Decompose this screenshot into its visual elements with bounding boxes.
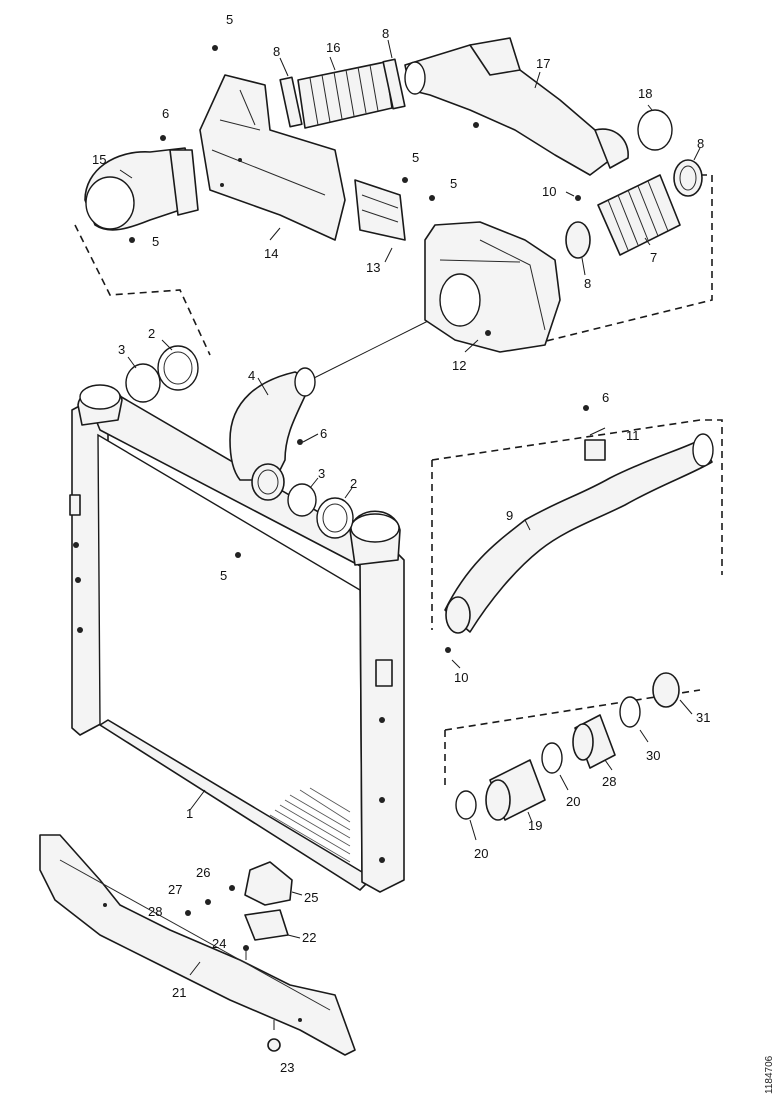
callout-16: 16 (326, 40, 340, 55)
callout-26: 26 (196, 865, 210, 880)
ring-30 (619, 696, 649, 743)
callout-19: 19 (528, 818, 542, 833)
bracket-25 (244, 861, 303, 906)
seal-ring-18 (637, 104, 673, 151)
callout-21: 21 (172, 985, 186, 1000)
callout-23: 23 (280, 1060, 294, 1075)
elbow-pipe-4 (229, 367, 319, 501)
callout-1: 1 (186, 806, 193, 821)
clamp-8-upper-right (673, 147, 703, 197)
pipe-9 (444, 427, 714, 634)
callout-14: 14 (264, 246, 278, 261)
ring-20-lower (455, 790, 477, 841)
callout-6-right: 6 (602, 390, 609, 405)
callout-10-lower: 10 (454, 670, 468, 685)
connector-19 (485, 759, 546, 823)
callout-6-mid: 6 (320, 426, 327, 441)
callout-5-top: 5 (226, 12, 233, 27)
callout-6-left: 6 (162, 106, 169, 121)
bolts-5-and-6 (212, 45, 589, 558)
callout-25: 25 (304, 890, 318, 905)
callout-8-lower: 8 (584, 276, 591, 291)
core-fins (269, 787, 351, 863)
callout-31: 31 (696, 710, 710, 725)
callout-5-core: 5 (220, 568, 227, 583)
callout-28-left: 28 (148, 904, 162, 919)
bolt-10-upper (565, 191, 581, 201)
nut-23 (267, 1020, 281, 1052)
callout-11: 11 (626, 428, 640, 443)
clamp-8-lower-right (565, 221, 591, 276)
nut-28 (185, 910, 191, 916)
intercooler-core (69, 384, 405, 893)
bolt-10-lower (445, 647, 461, 669)
callout-13: 13 (366, 260, 380, 275)
callout-12: 12 (452, 358, 466, 373)
callout-27: 27 (168, 882, 182, 897)
assembly-guide-lines (74, 174, 723, 790)
clamp-8-left (279, 57, 303, 128)
callout-15: 15 (92, 152, 106, 167)
ring-20-mid (541, 742, 569, 791)
callout-7: 7 (650, 250, 657, 265)
callout-9: 9 (506, 508, 513, 523)
sleeve-28 (572, 714, 616, 771)
callout-5-left: 5 (152, 234, 159, 249)
drawing-reference-number: 1184706 (764, 1055, 775, 1094)
callout-2-lower: 2 (350, 476, 357, 491)
washer-27 (205, 899, 211, 905)
callout-3-upper: 3 (118, 342, 125, 357)
seal-ring-left-inlet (125, 356, 161, 403)
callout-30: 30 (646, 748, 660, 763)
callout-4: 4 (248, 368, 255, 383)
bolt-26 (229, 885, 235, 891)
clamp-8-right (382, 39, 406, 110)
callout-8-left: 8 (273, 44, 280, 59)
bracket-14 (199, 74, 346, 241)
bracket-13 (354, 179, 406, 263)
callout-20-left: 20 (474, 846, 488, 861)
callout-5-right: 5 (450, 176, 457, 191)
pipe-17 (404, 37, 629, 176)
callout-10-upper: 10 (542, 184, 556, 199)
skid-plate-21 (39, 834, 356, 1056)
callout-8-mid: 8 (382, 26, 389, 41)
callout-20-right: 20 (566, 794, 580, 809)
bellows-hose-16 (297, 56, 393, 129)
bracket-22 (244, 909, 301, 941)
pipe-15 (84, 135, 199, 243)
callout-5-mid: 5 (412, 150, 419, 165)
callout-28-right: 28 (602, 774, 616, 789)
callout-2-upper: 2 (148, 326, 155, 341)
callout-24: 24 (212, 936, 226, 951)
callout-8-right: 8 (697, 136, 704, 151)
callout-18: 18 (638, 86, 652, 101)
seal-ring-3-lower (287, 477, 319, 517)
bolt-24 (243, 945, 249, 960)
clamp-2-lower (316, 487, 354, 539)
callout-3-lower: 3 (318, 466, 325, 481)
callout-labels: 1 2 2 3 3 4 5 5 5 5 5 6 6 6 7 8 8 8 8 9 … (92, 12, 710, 1075)
housing-12 (424, 221, 561, 353)
callout-22: 22 (302, 930, 316, 945)
clamp-left-inlet (157, 339, 199, 391)
bellows-hose-7 (597, 174, 681, 256)
clamp-31 (652, 672, 693, 715)
callout-17: 17 (536, 56, 550, 71)
